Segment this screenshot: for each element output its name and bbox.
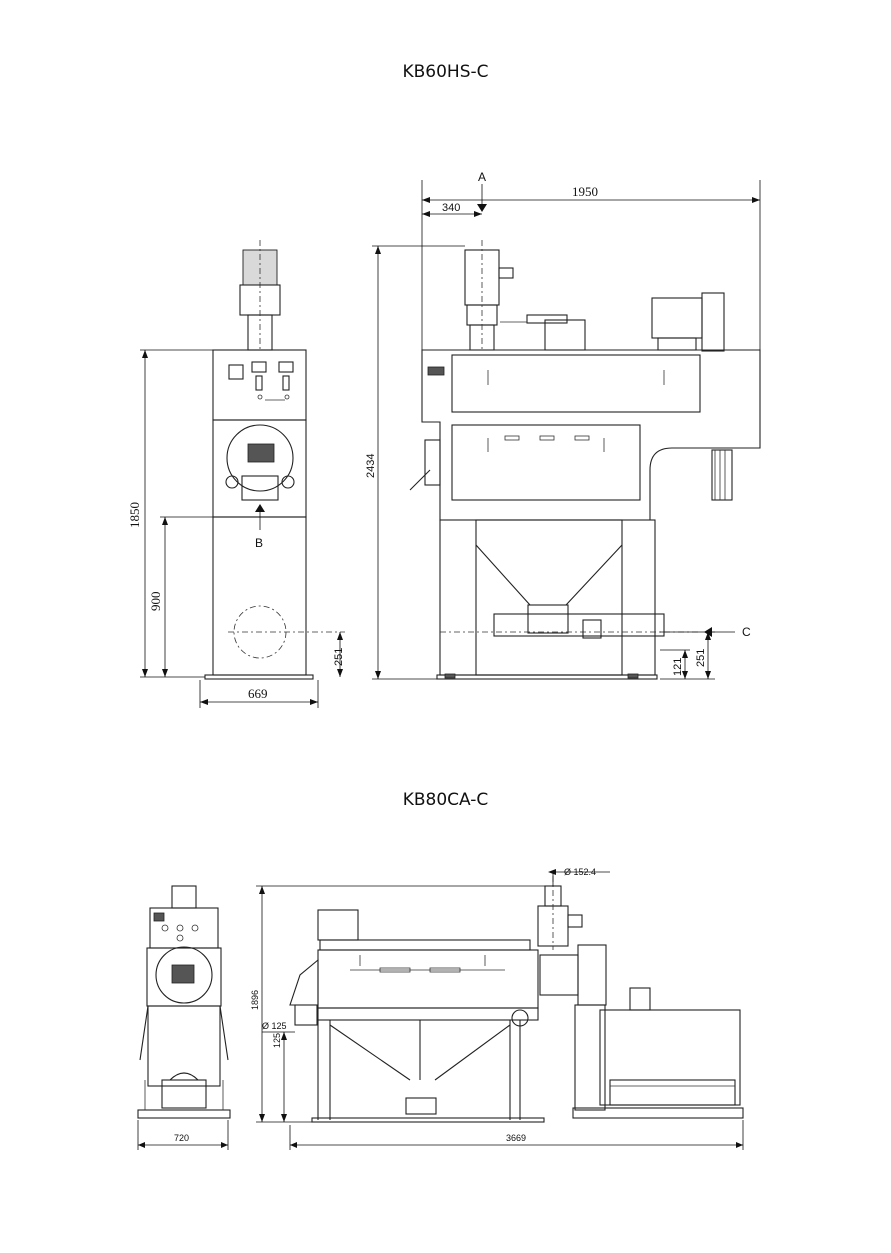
- kb60hs-c-drawing: B 1850 900 251 669: [127, 170, 761, 708]
- dim-669: 669: [248, 686, 268, 701]
- dim-1850: 1850: [127, 502, 142, 528]
- kb60hs-front-dimensions: 1850 900 251 669: [127, 349, 345, 708]
- drawing-2-title: KB80CA-C: [402, 790, 489, 810]
- dim-d125: Ø 125: [262, 1021, 287, 1031]
- dim-1950: 1950: [572, 184, 598, 199]
- dim-3669: 3669: [506, 1133, 526, 1143]
- dim-251-side: 251: [695, 649, 707, 667]
- kb80ca-c-drawing: 720: [137, 867, 744, 1150]
- dim-d152: Ø 152.4: [564, 867, 596, 877]
- kb60hs-front-view: B: [204, 240, 345, 680]
- dim-2434: 2434: [365, 454, 377, 478]
- label-b: B: [255, 536, 263, 550]
- dim-340: 340: [442, 202, 460, 214]
- label-a: A: [478, 170, 486, 184]
- kb80ca-front-view: [137, 885, 231, 1119]
- kb80ca-front-dimensions: 720: [137, 1120, 229, 1150]
- dim-1896: 1896: [250, 990, 260, 1010]
- dim-251-front: 251: [333, 648, 345, 666]
- dim-720: 720: [174, 1133, 189, 1143]
- kb60hs-side-view: A C: [409, 170, 761, 680]
- dim-125: 125: [272, 1033, 282, 1048]
- dim-121: 121: [672, 658, 684, 676]
- kb60hs-side-dimensions: 1950 340 2434 251 121: [365, 180, 761, 680]
- kb80ca-side-view: [289, 876, 744, 1123]
- label-c: C: [742, 625, 751, 639]
- kb80ca-side-dimensions: Ø 152.4 1896 Ø 125 125 3669: [250, 867, 744, 1150]
- dim-900: 900: [148, 592, 163, 612]
- drawing-1-title: KB60HS-C: [402, 62, 489, 82]
